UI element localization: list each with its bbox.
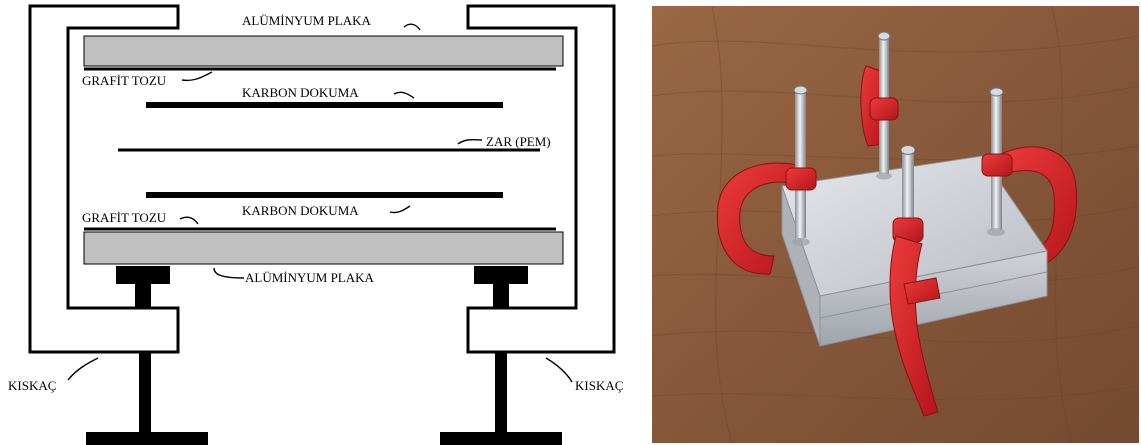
label-carbon-cloth-top: KARBON DOKUMA <box>242 85 359 100</box>
label-carbon-cloth-bottom: KARBON DOKUMA <box>242 203 359 218</box>
label-graphite-powder-top: GRAFİT TOZU <box>82 73 167 88</box>
label-aluminum-plate-top: ALÜMİNYUM PLAKA <box>242 13 372 28</box>
label-clamp-left: KISKAÇ <box>8 378 56 393</box>
fuel-cell-schematic: ALÜMİNYUM PLAKA GRAFİT TOZU KARBON DOKUM… <box>0 0 645 445</box>
aluminum-plate-bottom <box>84 232 563 264</box>
clamped-cell-photo <box>652 6 1139 443</box>
collar-back <box>870 98 898 120</box>
label-graphite-powder-bottom: GRAFİT TOZU <box>82 210 167 225</box>
label-aluminum-plate-bottom: ALÜMİNYUM PLAKA <box>245 270 375 285</box>
label-clamp-right: KISKAÇ <box>575 378 623 393</box>
rod-left <box>795 88 806 238</box>
carbon-cloth-top <box>146 102 503 108</box>
collar-right <box>982 154 1012 176</box>
collar-left <box>786 168 816 190</box>
label-membrane: ZAR (PEM) <box>486 134 551 149</box>
aluminum-plate-top <box>84 36 563 66</box>
carbon-cloth-bottom <box>146 192 503 198</box>
